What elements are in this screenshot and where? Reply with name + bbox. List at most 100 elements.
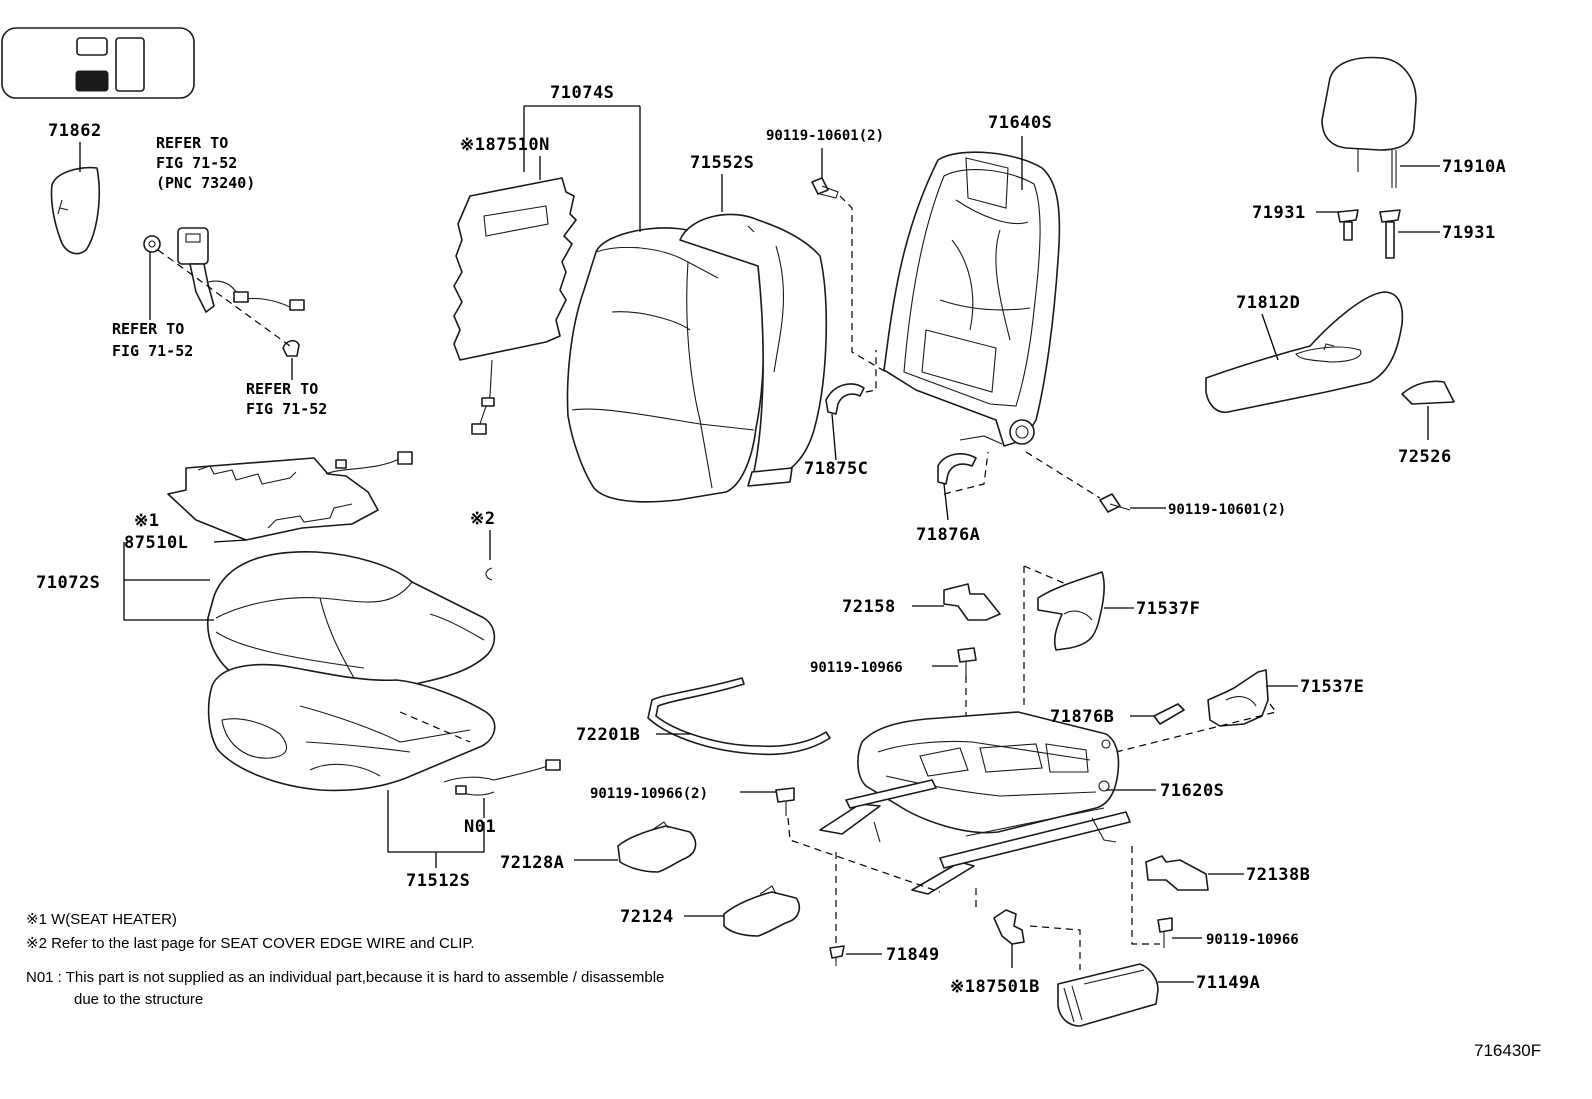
footnote-2: ※2 Refer to the last page for SEAT COVER… xyxy=(26,935,475,952)
cover-71537E xyxy=(1207,669,1269,727)
side-shield-71812D xyxy=(1205,291,1404,414)
leader-71931 xyxy=(1316,211,1440,233)
cushion-heater-87510L xyxy=(167,451,413,541)
cushion-pad-71512S xyxy=(207,663,496,792)
dash-71875C xyxy=(865,350,877,393)
label-71931-left: 71931 xyxy=(1252,203,1306,223)
label-90119-10966-lower: 90119-10966 xyxy=(1206,932,1299,948)
leader-71876A xyxy=(943,483,949,521)
label-71862: 71862 xyxy=(48,121,102,141)
label-71072S: 71072S xyxy=(36,573,100,593)
leader-71074S xyxy=(523,105,641,232)
bracket-72138B xyxy=(1145,855,1209,891)
bolt-90119-10601-lower xyxy=(1099,493,1131,513)
footnote-n01-cont: due to the structure xyxy=(74,991,203,1008)
footnote-1: ※1 W(SEAT HEATER) xyxy=(26,911,177,928)
trim-71862 xyxy=(50,166,100,255)
dash-72138B xyxy=(1131,846,1160,945)
label-71537E: 71537E xyxy=(1300,677,1364,697)
label-71149A: 71149A xyxy=(1196,973,1260,993)
label-71875C: 71875C xyxy=(804,459,868,479)
label-72526: 72526 xyxy=(1398,447,1452,467)
clip-71849 xyxy=(829,945,845,966)
label-71512S: 71512S xyxy=(406,871,470,891)
label-87510L-mark: ※1 xyxy=(134,511,159,531)
cover-71876B xyxy=(1153,703,1185,725)
label-72138B: 72138B xyxy=(1246,865,1310,885)
dash-71537E xyxy=(1115,703,1278,753)
leader-71512S xyxy=(387,790,485,868)
ref-clip-line2: FIG 71-52 xyxy=(246,400,327,418)
label-90119-10966-2: 90119-10966(2) xyxy=(590,786,708,802)
headrest-71910A xyxy=(1321,56,1417,188)
pad-72124 xyxy=(723,885,801,937)
label-90119-10601-upper: 90119-10601(2) xyxy=(766,128,884,144)
figure-code: 716430F xyxy=(1474,1041,1541,1060)
dash-bolt-upper xyxy=(839,195,887,373)
seatback-heater-187510N xyxy=(453,177,577,435)
label-87510L: 87510L xyxy=(124,533,188,553)
cap-72526 xyxy=(1401,380,1455,405)
label-71910A: 71910A xyxy=(1442,157,1506,177)
label-72201B: 72201B xyxy=(576,725,640,745)
cover-71876A xyxy=(937,453,977,485)
label-71931-right: 71931 xyxy=(1442,223,1496,243)
headrest-support-71931-left xyxy=(1337,209,1359,241)
bolt-90119-10601-upper xyxy=(811,177,839,199)
label-71552S: 71552S xyxy=(690,153,754,173)
ref-belt-line1: REFER TO xyxy=(156,134,228,152)
dash-bolt-lower xyxy=(1025,451,1101,499)
dash-71512S xyxy=(399,711,471,743)
dash-bolt-10966-left xyxy=(787,817,941,944)
cover-71149A xyxy=(1057,963,1159,1027)
seat-adjuster-71620S xyxy=(819,711,1131,895)
leader-71072S xyxy=(123,542,214,621)
label-71812D: 71812D xyxy=(1236,293,1300,313)
label-71876B: 71876B xyxy=(1050,707,1114,727)
wire-N01 xyxy=(443,759,561,796)
seatback-cover-71074S xyxy=(566,213,828,503)
dash-71537F xyxy=(1023,565,1067,708)
seat-location-indicator xyxy=(1,27,195,99)
leader-belt-refs xyxy=(149,252,293,380)
bolt-90119-10966-upper xyxy=(957,647,977,676)
label-71537F: 71537F xyxy=(1136,599,1200,619)
cover-71875C xyxy=(825,383,865,415)
seatback-frame-71640S xyxy=(883,151,1061,447)
label-mark2: ※2 xyxy=(470,509,495,529)
sensor-187501B xyxy=(993,909,1025,945)
dash-belt xyxy=(157,249,291,347)
label-187501B: ※187501B xyxy=(950,977,1040,997)
leader-87510L xyxy=(213,539,247,543)
bracket-72158 xyxy=(943,583,1001,621)
label-90119-10966-upper: 90119-10966 xyxy=(810,660,903,676)
bolt-90119-10966-left xyxy=(775,787,795,816)
label-71876A: 71876A xyxy=(916,525,980,545)
wire-72201B xyxy=(647,677,831,756)
seat-belt-buckle xyxy=(143,227,305,357)
label-71640S: 71640S xyxy=(988,113,1052,133)
label-71074S: 71074S xyxy=(550,83,614,103)
pad-72128A xyxy=(617,821,697,873)
label-90119-10601-lower: 90119-10601(2) xyxy=(1168,502,1286,518)
footnote-n01: N01 : This part is not supplied as an in… xyxy=(26,969,664,986)
label-71620S: 71620S xyxy=(1160,781,1224,801)
label-187510N: ※187510N xyxy=(460,135,550,155)
label-71849: 71849 xyxy=(886,945,940,965)
ref-clip-line1: REFER TO xyxy=(246,380,318,398)
cover-71537F xyxy=(1037,571,1105,651)
clip-mark2 xyxy=(485,567,493,581)
ref-belt-line3: (PNC 73240) xyxy=(156,174,255,192)
label-72124: 72124 xyxy=(620,907,674,927)
label-72128A: 72128A xyxy=(500,853,564,873)
dash-187501B xyxy=(975,888,1081,970)
label-72158: 72158 xyxy=(842,597,896,617)
dash-71876A xyxy=(943,451,989,495)
ref-bolt-line2: FIG 71-52 xyxy=(112,342,193,360)
label-N01: N01 xyxy=(464,817,496,837)
leader-71875C xyxy=(831,413,837,461)
leader-71812D xyxy=(1261,313,1279,361)
headrest-support-71931-right xyxy=(1379,209,1401,259)
